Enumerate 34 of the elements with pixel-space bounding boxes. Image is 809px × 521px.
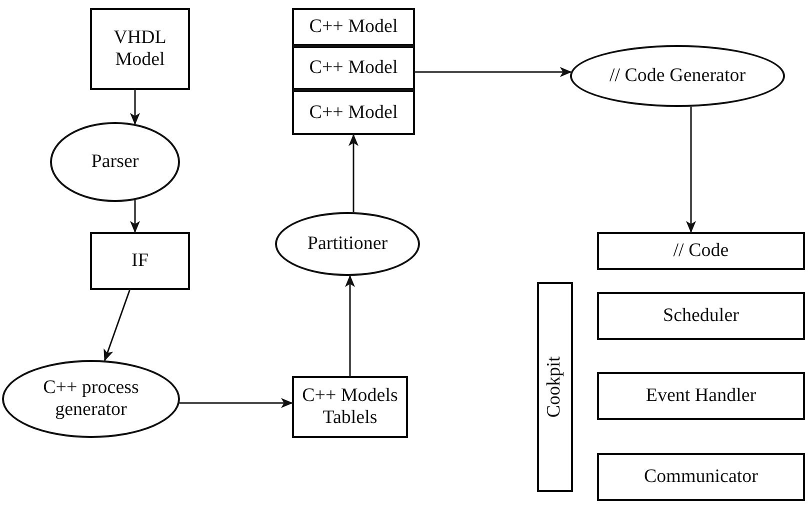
node-label: C++ Model — [309, 57, 398, 79]
node-label: IF — [132, 250, 148, 272]
node-label: VHDL Model — [112, 27, 168, 71]
node-label: C++ Model — [309, 102, 398, 124]
process-box — [292, 90, 415, 135]
process-box — [292, 46, 415, 90]
process-box — [292, 376, 408, 438]
node-label: C++ Models Tablels — [301, 385, 399, 429]
node-label: Scheduler — [663, 305, 739, 327]
process-box — [597, 232, 805, 270]
process-box — [597, 292, 805, 340]
arrow — [130, 90, 140, 125]
node-label: Cookpit — [544, 356, 566, 418]
process-box — [90, 232, 190, 290]
node-label: Communicator — [644, 466, 758, 488]
process-box — [90, 8, 190, 90]
arrow — [348, 134, 358, 212]
node-label: C++ Model — [309, 16, 398, 38]
node-label: Parser — [91, 151, 139, 173]
node-label: Partitioner — [307, 233, 388, 255]
arrow — [345, 274, 355, 376]
node-label: C++ process generator — [42, 377, 140, 421]
node-label: Event Handler — [646, 385, 756, 407]
arrow — [180, 398, 293, 408]
arrow — [686, 106, 696, 233]
process-box — [597, 372, 805, 420]
vertical-label-box — [537, 282, 573, 492]
node-label: // Code — [673, 240, 729, 262]
arrow — [130, 200, 140, 233]
arrow — [104, 290, 130, 362]
arrow — [415, 67, 572, 77]
process-box — [292, 8, 415, 46]
process-box — [597, 453, 805, 501]
node-label: // Code Generator — [609, 65, 746, 87]
